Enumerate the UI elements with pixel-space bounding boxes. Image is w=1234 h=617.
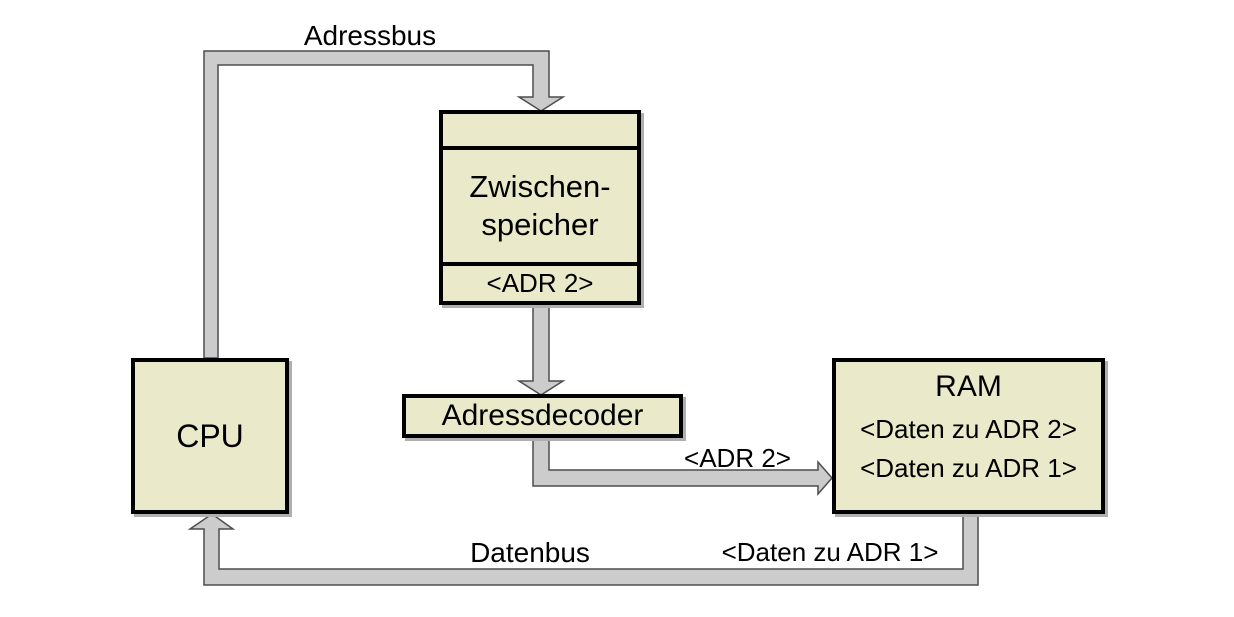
decoder-to-ram-arrow: [532, 435, 833, 496]
address-decoder-label: Adressdecoder: [441, 399, 644, 432]
address-bus-arrow: [203, 50, 566, 359]
daten-zu-adr1-bus-label: <Daten zu ADR 1>: [721, 537, 939, 567]
ram-entry: <Daten zu ADR 1>: [860, 453, 1077, 483]
cpu-box: CPU: [131, 358, 289, 514]
address-decoder-box: Adressdecoder: [402, 394, 683, 438]
buffer-label: Zwischen- speicher: [443, 150, 637, 262]
buffer-divider-bottom: [443, 262, 637, 266]
buffer-empty-slot: [443, 114, 637, 146]
ram-box: RAM <Daten zu ADR 2> <Daten zu ADR 1>: [832, 358, 1105, 514]
data-bus-label: Datenbus: [470, 537, 590, 568]
ram-entry: <Daten zu ADR 2>: [860, 414, 1077, 444]
ram-title: RAM: [935, 370, 1002, 403]
buffer-to-decoder-arrow: [516, 302, 566, 396]
buffer-label-line1: Zwischen-: [469, 169, 611, 204]
buffer-divider-top: [443, 146, 637, 150]
adr2-bus-label: <ADR 2>: [684, 443, 791, 473]
data-bus-arrow: [187, 511, 979, 586]
address-bus-label: Adressbus: [303, 20, 437, 51]
cpu-label: CPU: [176, 417, 244, 454]
buffer-label-line2: speicher: [481, 207, 599, 242]
buffer-box: Zwischen- speicher <ADR 2>: [439, 110, 641, 305]
buffer-adr-value: <ADR 2>: [486, 268, 594, 298]
buffer-adr-slot: <ADR 2>: [443, 266, 637, 301]
